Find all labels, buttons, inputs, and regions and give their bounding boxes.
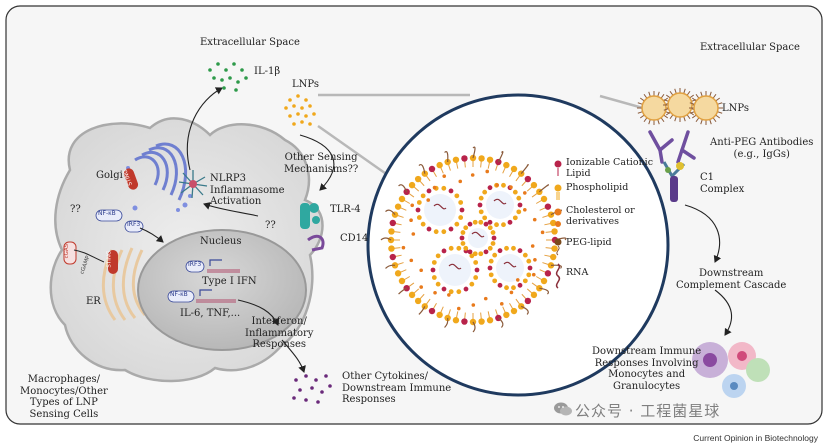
cgas-badge — [63, 241, 77, 265]
watermark-text: 公众号 · 工程菌星球 — [575, 402, 721, 420]
transcription-arrow — [209, 259, 222, 266]
label-macrophages: Macrophages/ Monocytes/Other Types of LN… — [20, 374, 108, 420]
lnp-right-group — [637, 88, 723, 125]
nlrp3-inflammasome — [178, 170, 208, 199]
irf3-cyto-text: IRF3 — [127, 221, 141, 228]
label-type1-ifn: Type I IFN — [202, 276, 257, 287]
immune-cells — [692, 342, 770, 398]
label-other-sensing: Other Sensing Mechanisms?? — [284, 152, 359, 175]
label-other-cytokines: Other Cytokines/ Downstream Immune Respo… — [342, 371, 452, 405]
il1b-cytokines — [208, 62, 248, 92]
nfkb-nuc-pill — [167, 290, 195, 303]
transcription-arrow-2 — [199, 289, 212, 296]
tlr4-receptor — [300, 203, 320, 229]
legend-rna: RNA — [566, 267, 589, 278]
label-extracellular-right: Extracellular Space — [700, 42, 800, 53]
anti-peg-antibodies — [648, 130, 696, 164]
label-nucleus: Nucleus — [200, 236, 242, 247]
dna-strands — [196, 269, 240, 303]
label-golgi: Golgi — [96, 170, 123, 181]
label-downstream-immune: Downstream Immune Responses Involving Mo… — [592, 346, 702, 392]
arrow-to-il1b — [186, 87, 223, 171]
legend-peg-lipid: PEG-lipid — [566, 237, 612, 248]
arrow-to-nlrp3 — [203, 202, 259, 217]
nfkb-cyto-pill — [95, 209, 123, 222]
lnp-cluster-left — [284, 94, 316, 126]
sting-er-badge — [108, 250, 118, 274]
cgas-text: cGAS — [64, 243, 71, 259]
legend-phospholipid: Phospholipid — [566, 182, 629, 193]
legend-cholesterol: Cholesterol or derivatives — [566, 205, 635, 227]
arrow-to-immune — [714, 289, 733, 336]
lnp-zoom-circle — [366, 93, 670, 397]
irf3-nuc-pill — [185, 260, 205, 273]
sting-er-text: STING — [106, 250, 113, 268]
label-il6-tnf: IL-6, TNF,... — [180, 308, 241, 319]
c1-complex — [662, 161, 686, 202]
label-downstream-complement: Downstream Complement Cascade — [676, 268, 787, 291]
label-extracellular-left: Extracellular Space — [200, 37, 300, 48]
label-er: ER — [86, 296, 101, 307]
zoom-line-bottom — [317, 124, 393, 180]
wechat-icon — [554, 402, 572, 416]
nfkb-nuc-text: NF-κB — [170, 291, 188, 298]
arrow-to-cytokines — [281, 339, 306, 373]
nucleus — [137, 229, 307, 351]
arrow-lnp-to-receptor — [299, 134, 335, 191]
label-interferon: Interferon/ Inflammatory Responses — [245, 316, 314, 350]
arrow-irf3-to-nucleus — [139, 227, 164, 243]
legend-ionizable: Ionizable Cationic Lipid — [566, 157, 654, 179]
label-il1b: IL-1β — [254, 66, 281, 77]
label-question-1: ?? — [70, 204, 81, 215]
sting-golgi-badge — [123, 168, 139, 190]
irf3-nuc-text: IRF3 — [188, 261, 202, 268]
label-nlrp3: NLRP3 Inflammasome Activation — [210, 173, 285, 207]
label-lnps-left: LNPs — [292, 79, 319, 90]
nfkb-cyto-text: NF-κB — [98, 210, 116, 217]
cd14-receptor — [307, 234, 325, 252]
label-cd14: CD14 — [340, 233, 369, 244]
lnp-particle — [380, 146, 567, 333]
arrow-to-complement — [684, 204, 722, 263]
label-anti-peg: Anti-PEG Antibodies (e.g., IgGs) — [710, 137, 814, 160]
label-question-2: ?? — [265, 220, 276, 231]
other-cytokine-dots — [292, 374, 332, 404]
journal-footer: Current Opinion in Biotechnology — [693, 433, 818, 443]
arrow-cgas-to-sting — [73, 249, 105, 263]
arrow-to-interferon — [237, 299, 280, 326]
label-lnps-right: LNPs — [722, 103, 749, 114]
legend-icons — [554, 160, 562, 289]
irf3-cyto-pill — [124, 220, 144, 233]
golgi-apparatus — [134, 142, 188, 201]
label-tlr4: TLR-4 — [330, 204, 361, 215]
label-c1-complex: C1 Complex — [700, 172, 745, 195]
